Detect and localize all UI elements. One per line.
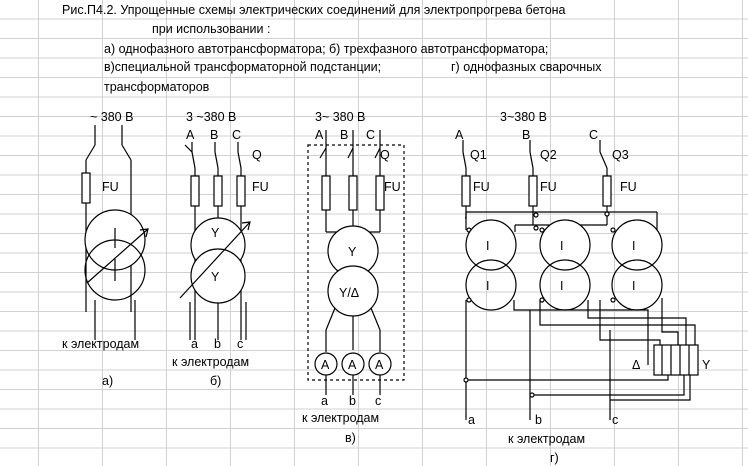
d-star-label: Y [702, 358, 711, 372]
d-winding-2-top: I [560, 239, 563, 253]
caption-line-5: трансформаторов [104, 80, 210, 94]
b-winding-y1: Y [211, 226, 220, 240]
b-switch-label: Q [252, 148, 262, 162]
c-switch-label: Q [380, 148, 390, 162]
c-ammeter-1-label: А [321, 358, 330, 372]
a-electrodes-label: к электродам [62, 337, 139, 351]
b-phase-a: А [186, 128, 195, 142]
d-winding-1-bottom: I [486, 279, 489, 293]
d-switch-q2: Q2 [540, 148, 557, 162]
diagram-c [307, 130, 405, 395]
b-fuse-label: FU [252, 180, 269, 194]
caption-line-4b: г) однофазных сварочных [451, 60, 602, 74]
d-fuse-3-label: FU [620, 180, 637, 194]
d-switch-q1: Q1 [470, 148, 487, 162]
diagram-a [81, 125, 149, 340]
d-phase-a: А [455, 128, 464, 142]
d-electrodes-label: к электродам [508, 432, 585, 446]
d-output-c: c [612, 413, 618, 427]
c-fuse-label: FU [384, 180, 401, 194]
d-fuse-1-label: FU [473, 180, 490, 194]
b-caption: б) [210, 374, 221, 388]
b-output-c: c [237, 337, 243, 351]
caption-line-4a: в)специальной трансформаторной подстанци… [104, 60, 382, 74]
b-winding-y2: Y [211, 270, 220, 284]
diagram-b [179, 142, 251, 340]
d-winding-2-bottom: I [560, 279, 563, 293]
d-fuse-2-label: FU [540, 180, 557, 194]
c-ammeter-2-label: А [348, 358, 357, 372]
c-voltage-label: 3~ 380 В [315, 110, 365, 124]
c-phase-b: В [340, 128, 348, 142]
d-output-b: b [535, 413, 542, 427]
d-winding-3-bottom: I [632, 279, 635, 293]
c-phase-c: С [366, 128, 375, 142]
b-phase-b: В [210, 128, 218, 142]
d-caption: г) [550, 451, 559, 465]
b-phase-c: С [232, 128, 241, 142]
c-phase-a: А [315, 128, 324, 142]
c-winding-y-delta: Y/Δ [339, 286, 359, 300]
b-voltage-label: 3 ~380 В [186, 110, 236, 124]
c-output-a: а [321, 394, 328, 408]
diagram-d [461, 140, 699, 420]
d-phase-b: В [522, 128, 530, 142]
d-winding-3-top: I [632, 239, 635, 253]
b-output-a: а [191, 337, 198, 351]
caption-line-1: Рис.П4.2. Упрощенные схемы электрических… [62, 3, 566, 17]
a-voltage-label: ~ 380 В [90, 110, 133, 124]
d-delta-label: Δ [632, 358, 640, 372]
b-electrodes-label: к электродам [172, 355, 249, 369]
c-winding-y: Y [348, 245, 357, 259]
c-output-c: c [375, 394, 381, 408]
d-winding-1-top: I [486, 239, 489, 253]
d-switch-q3: Q3 [612, 148, 629, 162]
c-ammeter-3-label: А [375, 358, 384, 372]
caption-line-3: а) однофазного автотрансформатора; б) тр… [104, 42, 549, 56]
b-output-b: b [214, 337, 221, 351]
a-fuse-label: FU [102, 180, 119, 194]
d-phase-c: С [589, 128, 598, 142]
c-electrodes-label: к электродам [302, 411, 379, 425]
d-voltage-label: 3~380 В [500, 110, 547, 124]
d-output-a: а [468, 413, 475, 427]
c-caption: в) [345, 431, 356, 445]
caption-line-2: при использовании : [152, 22, 271, 36]
c-output-b: b [349, 394, 356, 408]
a-caption: а) [102, 374, 113, 388]
